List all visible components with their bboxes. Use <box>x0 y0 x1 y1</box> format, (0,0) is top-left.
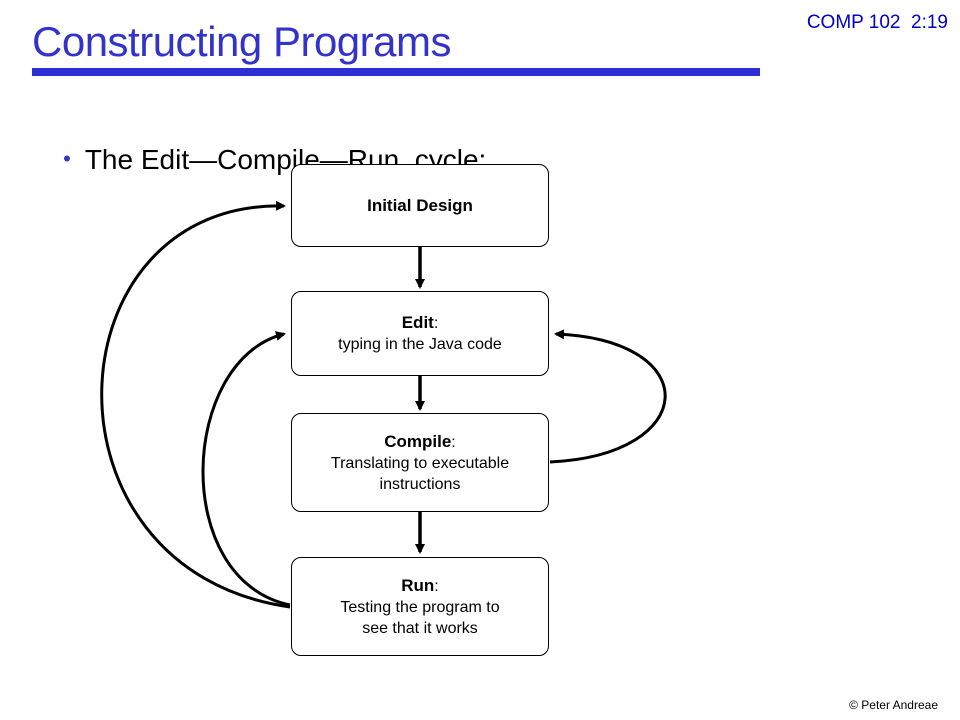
arrow-run-to-design <box>100 200 291 609</box>
title-underline <box>32 68 760 76</box>
node-compile: Compile: Translating to executable instr… <box>291 413 549 512</box>
bullet-dot-icon: • <box>63 146 71 171</box>
course-label: COMP 102 2:19 <box>806 12 948 33</box>
node-title-suffix: : <box>451 433 456 451</box>
copyright-footer: © Peter Andreae <box>849 698 938 712</box>
node-initial-design: Initial Design <box>291 164 549 247</box>
arrow-run-to-edit <box>201 331 291 607</box>
node-title: Initial Design <box>367 196 473 215</box>
node-title: Edit <box>401 313 434 332</box>
node-description: see that it works <box>362 619 478 637</box>
node-description: Testing the program to <box>340 598 500 616</box>
node-title: Compile <box>384 431 452 451</box>
slide-title: Constructing Programs <box>32 18 452 65</box>
arrow-compile-to-edit <box>549 329 667 464</box>
node-description: instructions <box>379 475 461 493</box>
node-description: Translating to executable <box>330 454 510 472</box>
node-description: typing in the Java code <box>338 336 502 353</box>
node-edit: Edit: typing in the Java code <box>291 291 549 376</box>
node-title-suffix: : <box>433 315 439 332</box>
node-title: Run <box>401 575 435 595</box>
node-title-suffix: : <box>434 577 439 595</box>
node-run: Run: Testing the program to see that it … <box>291 557 549 656</box>
